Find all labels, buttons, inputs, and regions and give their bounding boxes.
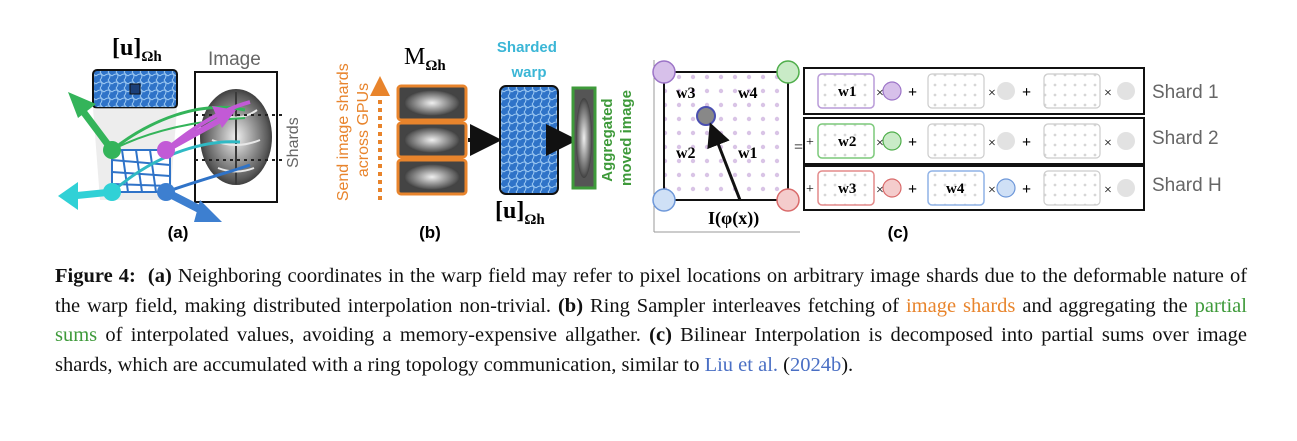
panel-b-m-label: MΩh	[404, 44, 446, 74]
caption-text-b2: and aggregating the	[1022, 294, 1188, 317]
aggregated-label: Aggregated moved image	[599, 90, 635, 186]
shard-2-label: Shard 2	[1152, 128, 1219, 149]
panel-b: Send image shards across GPUs MΩh Sharde…	[335, 39, 635, 242]
panel-b-side-text-2: across GPUs	[355, 83, 372, 177]
caption-partial-sums: partial sums	[55, 294, 1247, 347]
svg-text:×: ×	[876, 183, 884, 198]
svg-text:=: =	[794, 139, 803, 156]
svg-text:w2: w2	[676, 145, 696, 162]
panel-a: [u]Ωh Image Shards	[58, 35, 302, 242]
svg-text:w3: w3	[676, 85, 696, 102]
caption-text-b3: of interpolated values, avoiding a memor…	[105, 324, 641, 346]
caption-figure-number: Figure 4:	[55, 265, 136, 287]
svg-text:×: ×	[876, 136, 884, 151]
sample-label: I(φ(x))	[708, 208, 759, 229]
sharded-warp	[499, 85, 559, 195]
svg-text:w3: w3	[838, 181, 856, 197]
svg-text:+: +	[908, 84, 917, 101]
shard-row-h: + w3 × + w4 × + × Shard H	[803, 165, 1222, 211]
caption-paren-close: ).	[841, 353, 854, 376]
svg-text:×: ×	[1104, 86, 1112, 101]
panel-a-u-label: [u]Ωh	[112, 35, 162, 65]
caption-citation-link[interactable]: Liu et al.	[704, 353, 779, 376]
caption-image-shards: image shards	[905, 294, 1016, 317]
corner-purple	[652, 60, 676, 84]
svg-text:w1: w1	[738, 145, 758, 162]
panel-a-image-label: Image	[208, 49, 261, 70]
svg-text:+: +	[908, 134, 917, 151]
svg-text:×: ×	[988, 136, 996, 151]
caption-tag-c: (c)	[649, 324, 672, 346]
svg-text:+: +	[1022, 84, 1031, 101]
shard-h-label: Shard H	[1152, 175, 1222, 196]
svg-text:+: +	[806, 135, 814, 150]
corner-blue	[652, 188, 676, 212]
panel-b-side-text-1: Send image shards	[335, 63, 352, 201]
panel-a-label: (a)	[168, 223, 189, 242]
svg-text:×: ×	[988, 183, 996, 198]
panel-b-u-label: [u]Ωh	[495, 198, 545, 228]
svg-text:+: +	[1022, 134, 1031, 151]
figure-caption: Figure 4: (a) Neighboring coordinates in…	[55, 262, 1247, 380]
caption-text-b1: Ring Sampler interleaves fetching of	[589, 294, 900, 317]
sample-point	[696, 106, 716, 126]
caption-tag-b: (b)	[557, 294, 584, 317]
shard-row-1: w1 × + × + × Shard 1	[803, 67, 1219, 115]
caption-text-c1: Bilinear Interpolation is decomposed int…	[55, 324, 1247, 376]
shard-1-label: Shard 1	[1152, 82, 1219, 103]
caption-text-a: Neighboring coordinates in the warp fiel…	[55, 265, 1248, 317]
panel-a-shards-label: Shards	[285, 117, 302, 168]
svg-text:w4: w4	[738, 85, 758, 102]
svg-text:+: +	[1022, 181, 1031, 198]
caption-tag-a: (a)	[147, 265, 172, 287]
svg-text:×: ×	[1104, 183, 1112, 198]
svg-text:w1: w1	[838, 84, 856, 100]
corner-red	[776, 188, 800, 212]
svg-text:+: +	[908, 181, 917, 198]
caption-citation-year-link[interactable]: 2024b	[789, 353, 842, 376]
svg-text:×: ×	[988, 86, 996, 101]
svg-text:×: ×	[1104, 136, 1112, 151]
svg-text:×: ×	[876, 86, 884, 101]
panel-b-label: (b)	[419, 223, 441, 242]
sharded-warp-label: Sharded warp	[497, 39, 561, 81]
corner-green	[776, 60, 800, 84]
svg-text:w4: w4	[946, 181, 965, 197]
svg-text:w2: w2	[838, 134, 856, 150]
panel-c-label: (c)	[888, 223, 909, 242]
svg-text:+: +	[806, 182, 814, 197]
caption-paren-open: (	[783, 353, 790, 376]
figure-4-graphic: [u]Ωh Image Shards	[58, 35, 1222, 242]
panel-b-side-text: Send image shards across GPUs	[335, 59, 372, 201]
panel-c: w3 w4 w2 w1 I(φ(x)) = w1 × + × + × Shard…	[652, 60, 1222, 242]
shard-row-2: + w2 × + × + × Shard 2	[803, 117, 1219, 165]
